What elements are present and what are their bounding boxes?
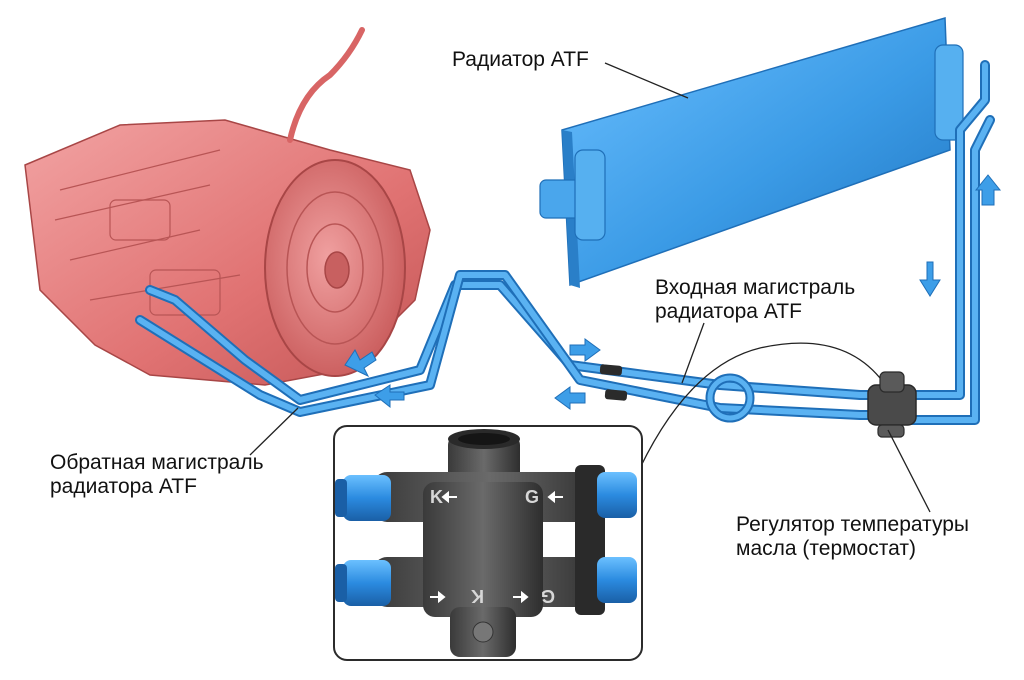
port-mark-g-upper: G (525, 487, 540, 507)
label-inlet-line-2: радиатора ATF (655, 300, 802, 323)
label-atf-radiator-text: Радиатор ATF (452, 48, 589, 71)
label-atf-radiator: Радиатор ATF (452, 48, 589, 72)
label-inlet-line: Входная магистраль радиатора ATF (655, 276, 855, 324)
leader-radiator (604, 62, 689, 99)
leader-lines (249, 62, 931, 513)
flow-arrow-up-icon (974, 174, 1002, 206)
thermostat-detail-inset: K G K G (333, 425, 643, 661)
leader-thermostat (887, 429, 931, 513)
label-return-line-1: Обратная магистраль (50, 451, 264, 474)
transmission (24, 27, 431, 386)
label-thermostat-2: масла (термостат) (736, 537, 916, 560)
flow-arrow-left-icon (554, 386, 586, 410)
label-thermostat-1: Регулятор температуры (736, 513, 969, 536)
port-mark-k-lower: K (471, 586, 484, 606)
flow-arrow-up-left-icon (344, 349, 377, 378)
port-mark-g-lower: G (541, 586, 556, 606)
label-thermostat: Регулятор температуры масла (термостат) (736, 513, 969, 561)
thermostat-detail-drawing (335, 429, 637, 657)
label-return-line-2: радиатора ATF (50, 475, 197, 498)
label-return-line: Обратная магистраль радиатора ATF (50, 451, 264, 499)
flow-arrow-right-icon (569, 338, 601, 362)
leader-return (249, 407, 299, 456)
leader-inset (639, 342, 881, 469)
cooler-lines (135, 60, 995, 425)
label-inlet-line-1: Входная магистраль (655, 276, 856, 299)
atf-radiator (539, 17, 964, 288)
flow-arrow-down-left-icon (374, 384, 405, 409)
flow-arrow-down-icon (919, 261, 941, 297)
thermostat-small (867, 371, 917, 438)
port-mark-k-upper: K (430, 487, 443, 507)
flow-direction-arrow-icons (344, 174, 1002, 410)
leader-inlet (681, 322, 705, 384)
